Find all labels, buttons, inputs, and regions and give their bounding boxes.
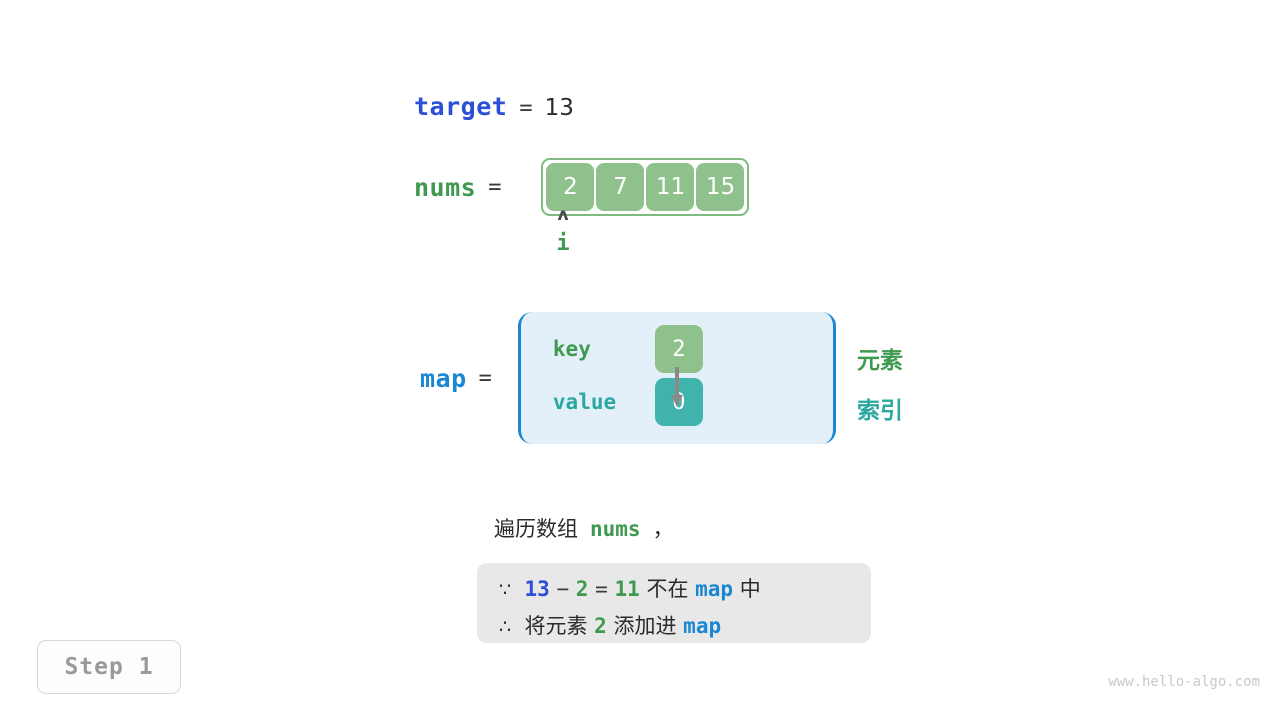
array-cell: 7 (596, 163, 645, 211)
caption-traverse-array: 遍历数组 nums ， (494, 513, 674, 543)
map-key-cell: 2 (654, 325, 703, 373)
array-cell: 11 (646, 163, 695, 211)
because-symbol: ∵ (499, 579, 512, 601)
reasoning-line-conclusion: ∴ 将元素 2 添加进 map (499, 610, 721, 640)
premise-text-end: 中 (739, 577, 761, 601)
target-equals-sign: = (519, 96, 533, 121)
nums-declaration: nums = 2 7 11 15 (414, 158, 750, 216)
map-container: key 2 value 0 (517, 312, 836, 444)
index-pointer-group: ʌ i (541, 206, 585, 259)
map-key-row: key 2 (553, 325, 703, 373)
step-badge-label: Step 1 (64, 654, 154, 680)
premise-equals-sign: = (595, 577, 608, 601)
step-badge: Step 1 (37, 640, 181, 694)
conclusion-text-middle: 添加进 (613, 614, 677, 638)
nums-equals-sign: = (488, 174, 502, 200)
premise-target-value: 13 (524, 577, 550, 601)
premise-complement: 11 (614, 577, 640, 601)
target-declaration: target = 13 (414, 92, 574, 126)
target-variable-name: target (414, 92, 508, 121)
caption-prefix: 遍历数组 (494, 517, 578, 541)
premise-text-middle: 不在 (646, 577, 689, 601)
caption-code-nums: nums (590, 517, 641, 541)
premise-current-element: 2 (575, 577, 589, 601)
nums-array-container: 2 7 11 15 (541, 158, 750, 216)
watermark: www.hello-algo.com (1108, 674, 1260, 690)
map-value-row: value 0 (553, 378, 703, 426)
map-value-cell: 0 (654, 378, 703, 426)
map-declaration: map = key 2 value 0 (420, 312, 836, 444)
conclusion-text-start: 将元素 (524, 614, 588, 638)
conclusion-element-value: 2 (594, 614, 607, 638)
therefore-symbol: ∴ (499, 616, 512, 638)
map-equals-sign: = (478, 365, 492, 391)
conclusion-map-token: map (683, 614, 722, 638)
map-variable-name: map (420, 363, 467, 393)
target-value: 13 (544, 95, 574, 121)
caption-suffix: ， (652, 517, 674, 541)
legend-element-label: 元素 (857, 348, 903, 374)
array-cell: 15 (696, 163, 745, 211)
index-pointer-label: i (556, 231, 570, 256)
array-cell: 2 (546, 163, 595, 211)
caret-up-icon: ʌ (557, 205, 569, 225)
reasoning-line-premise: ∵ 13 − 2 = 11 不在 map 中 (499, 573, 761, 603)
premise-map-token: map (695, 577, 734, 601)
reasoning-box: ∵ 13 − 2 = 11 不在 map 中 ∴ 将元素 2 添加进 map (477, 563, 871, 643)
legend-index-label: 索引 (857, 398, 903, 424)
premise-minus-sign: − (556, 577, 570, 601)
map-value-label: value (552, 390, 617, 414)
nums-variable-name: nums (414, 172, 477, 202)
map-key-label: key (552, 337, 591, 361)
